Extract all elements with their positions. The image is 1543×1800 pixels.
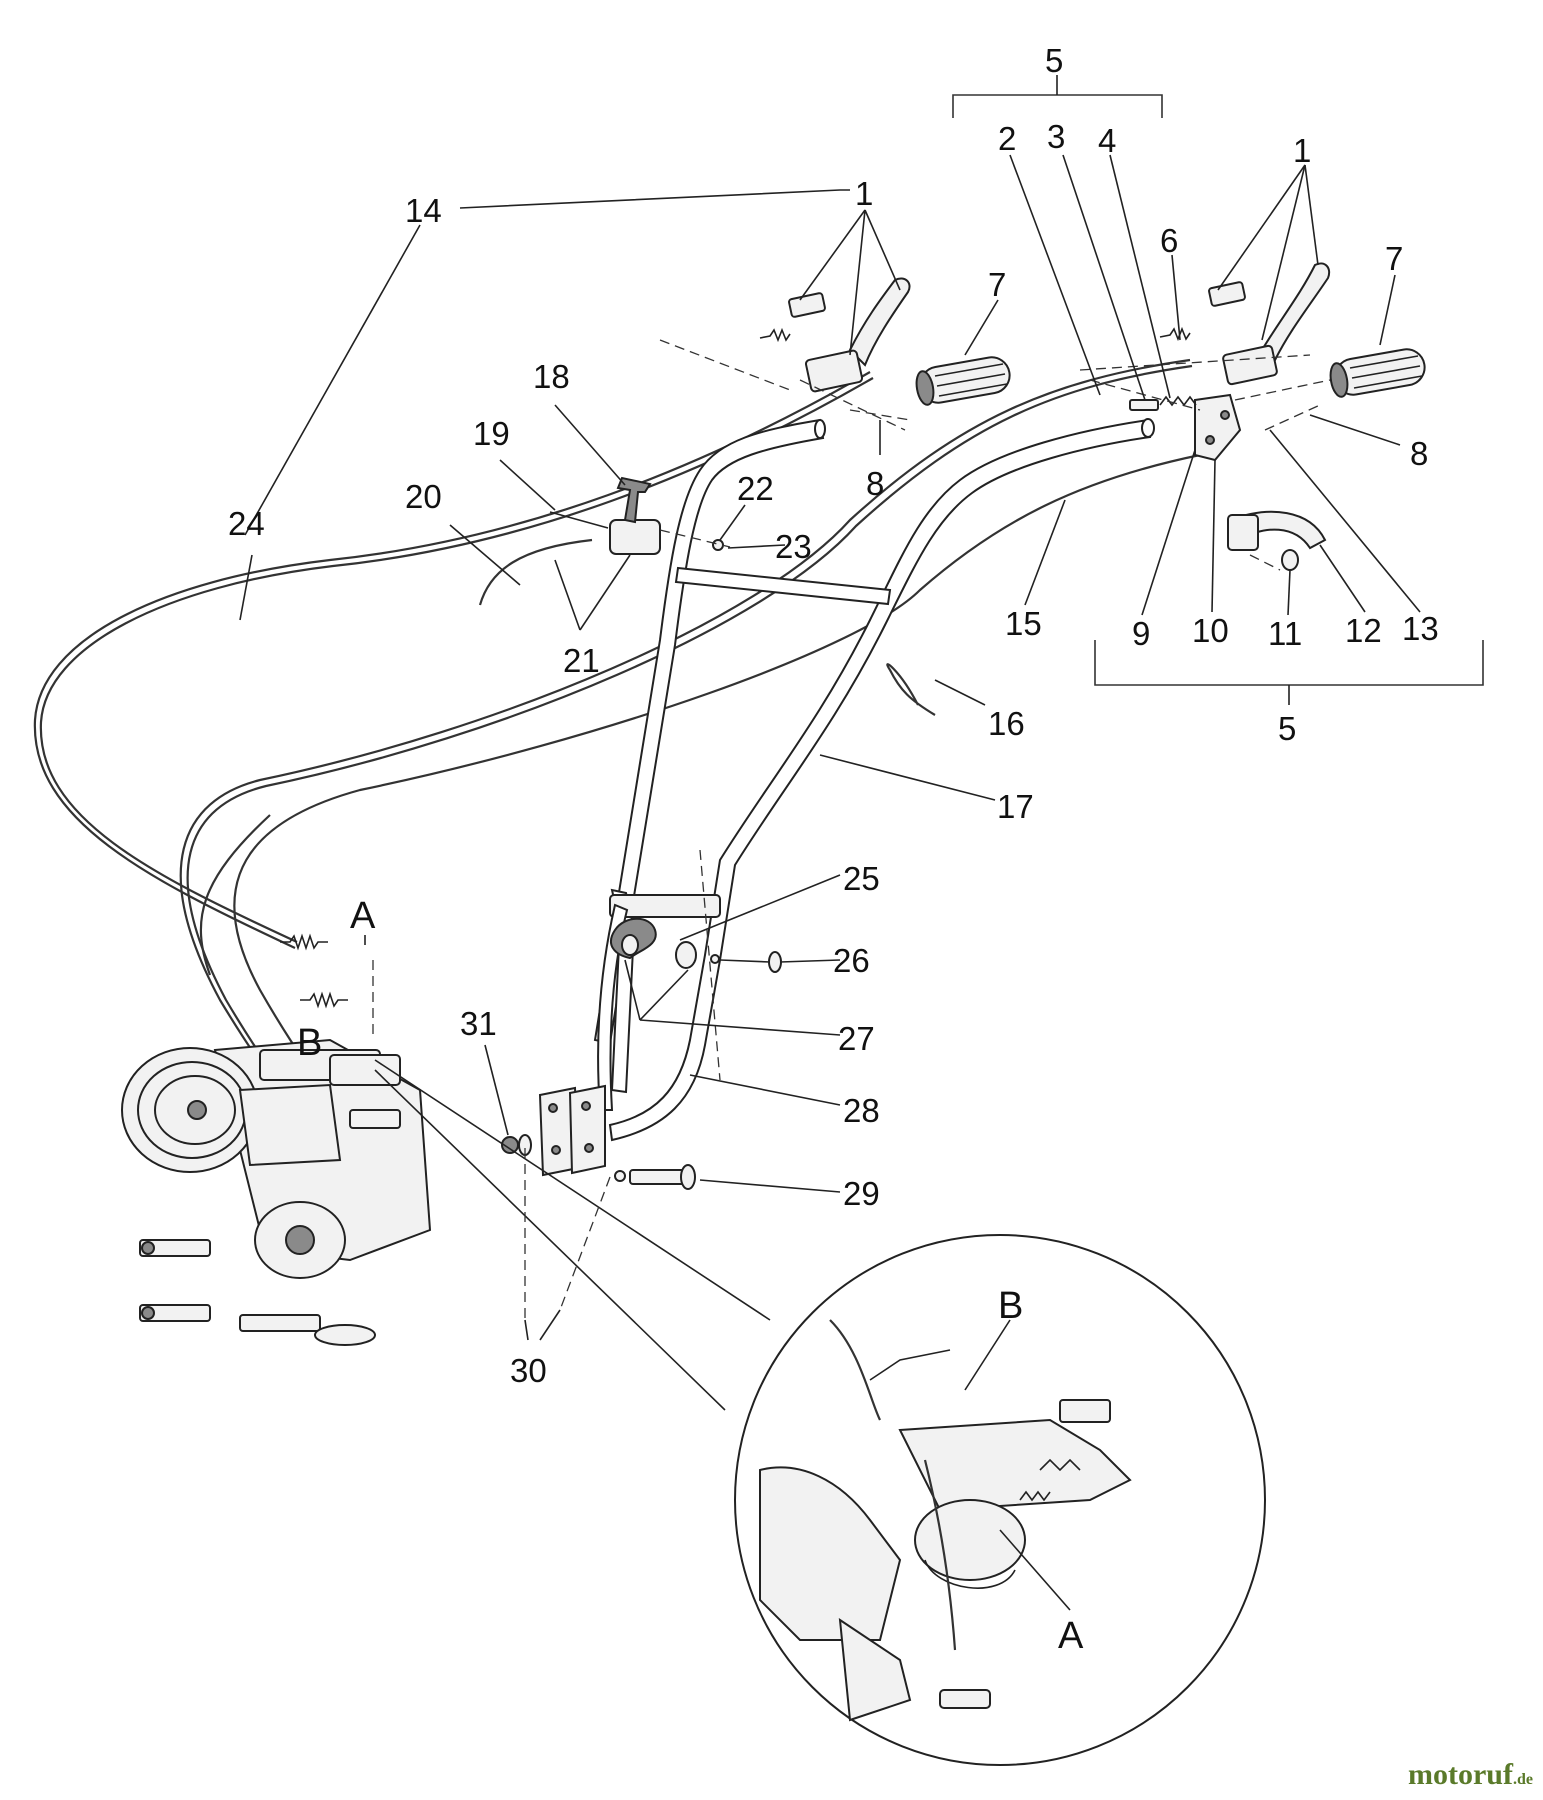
nut-washer-30-31 [501,1134,532,1156]
callout-8-right: 8 [1410,435,1428,472]
callout-8-left: 8 [866,465,884,502]
callout-13: 13 [1402,610,1439,647]
callout-15: 15 [1005,605,1042,642]
grip-7-left [915,356,1011,406]
plates-28 [538,1084,606,1177]
callout-1-left: 1 [855,175,873,212]
gearbox-assembly [121,1038,432,1346]
detail-view [734,1234,1266,1766]
block-10 [1194,393,1242,462]
watermark-brand: motoruf [1408,1758,1513,1791]
callout-18: 18 [533,358,570,395]
watermark-tld: .de [1513,1771,1533,1788]
knob-25 [610,917,697,969]
callout-7-right: 7 [1385,240,1403,277]
lever-1-right [1208,262,1331,386]
label-a-main: A [350,895,376,937]
callout-23: 23 [775,528,812,565]
callout-19: 19 [473,415,510,452]
callout-6: 6 [1160,222,1178,259]
spring-3-4 [1129,395,1197,411]
cable-20 [478,538,593,606]
callout-labels: 5 2 3 4 1 6 7 8 9 10 11 12 13 5 14 1 7 8… [228,42,1439,1657]
callout-5-top: 5 [1045,42,1063,79]
callout-5-bottom: 5 [1278,710,1296,747]
leader-lines [239,75,1484,1611]
label-b-main: B [297,1022,322,1064]
bolt-29 [614,1164,696,1190]
throttle-18 [549,476,661,555]
cable-17 [233,453,1201,1101]
callout-28: 28 [843,1092,880,1129]
callout-24: 24 [228,505,265,542]
lever-12 [1227,510,1327,571]
callout-31: 31 [460,1005,497,1042]
callout-2: 2 [998,120,1016,157]
callout-7-left: 7 [988,266,1006,303]
clip-16 [886,663,936,716]
nut-22-23 [712,539,724,551]
cable-15 [179,358,1193,1171]
callout-30: 30 [510,1352,547,1389]
callout-16: 16 [988,705,1025,742]
callout-3: 3 [1047,118,1065,155]
callout-1-right: 1 [1293,132,1311,169]
callout-25: 25 [843,860,880,897]
callout-14: 14 [405,192,442,229]
watermark-logo: motoruf.de [1408,1758,1533,1792]
lever-1-left [788,277,911,393]
callout-10: 10 [1192,612,1229,649]
dashed-assembly-lines [372,339,1331,1320]
callout-9: 9 [1132,615,1150,652]
callout-26: 26 [833,942,870,979]
cable-fittings [280,326,1191,1009]
callout-11: 11 [1268,615,1302,652]
callout-27: 27 [838,1020,875,1057]
callout-22: 22 [737,470,774,507]
callout-21: 21 [563,642,600,679]
cable-24 [33,371,874,949]
detail-leaders [374,1059,771,1411]
grip-7-right [1329,348,1426,398]
callout-17: 17 [997,788,1034,825]
callout-20: 20 [405,478,442,515]
callout-12: 12 [1345,612,1382,649]
cable-to-gearbox [199,814,271,976]
label-b-detail: B [998,1285,1023,1327]
bolt-26 [710,951,782,973]
callout-29: 29 [843,1175,880,1212]
callout-4: 4 [1098,122,1116,159]
label-a-detail: A [1058,1615,1084,1657]
